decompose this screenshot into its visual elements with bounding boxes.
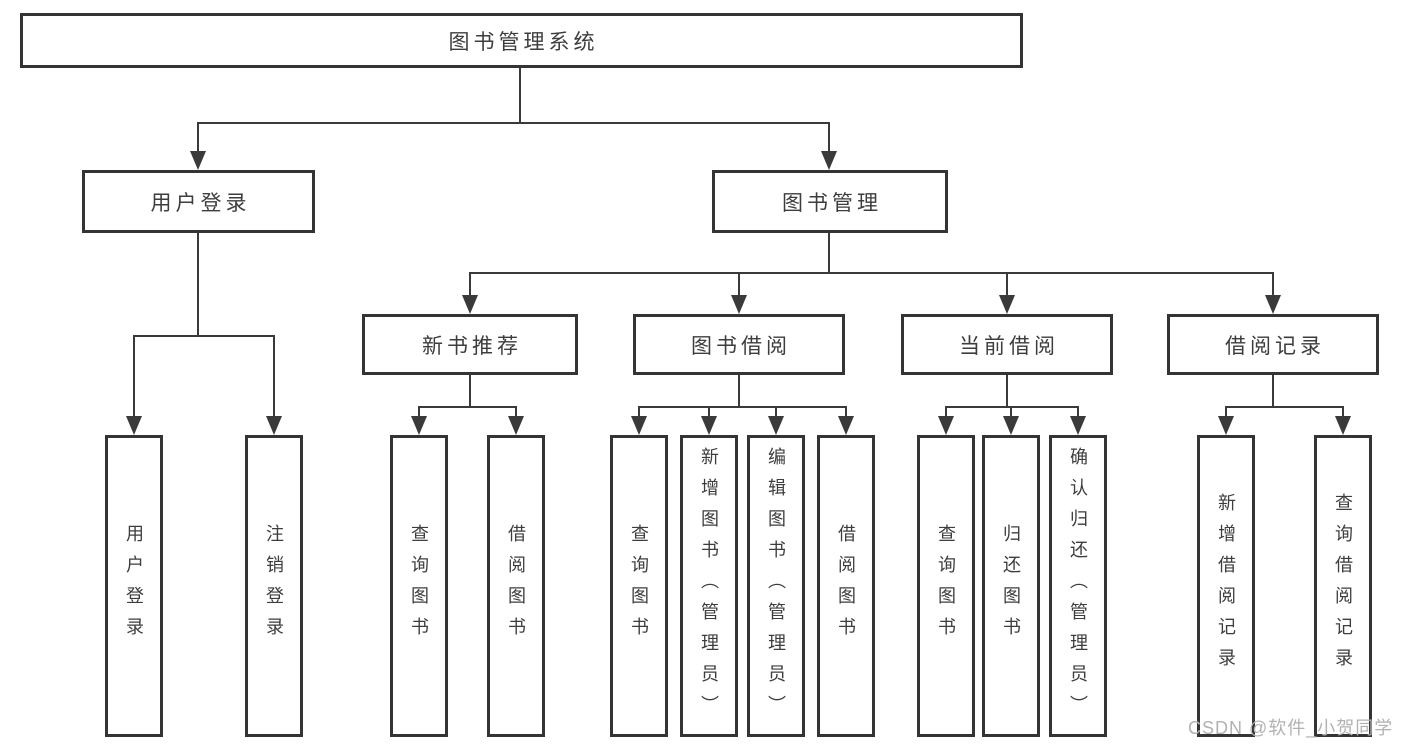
connector-line — [1006, 272, 1008, 296]
connector-line — [1077, 406, 1079, 417]
connector-line — [708, 406, 710, 417]
arrow-down-icon — [1003, 416, 1019, 435]
connector-line — [1010, 406, 1012, 417]
node-book-management: 图书管理 — [712, 170, 948, 233]
arrow-down-icon — [731, 295, 747, 314]
connector-line — [738, 375, 740, 406]
arrow-down-icon — [1218, 416, 1234, 435]
arrow-down-icon — [462, 295, 478, 314]
connector-line — [418, 406, 420, 417]
leaf-query-books-recommend: 查询图书 — [390, 435, 448, 737]
leaf-add-borrow-record: 新增借阅记录 — [1197, 435, 1255, 737]
arrow-down-icon — [266, 416, 282, 435]
leaf-return-books: 归还图书 — [982, 435, 1040, 737]
leaf-borrow-books-borrowing: 借阅图书 — [817, 435, 875, 737]
arrow-down-icon — [999, 295, 1015, 314]
arrow-down-icon — [190, 151, 206, 170]
connector-line — [1006, 375, 1008, 406]
arrow-down-icon — [838, 416, 854, 435]
connector-line — [1342, 406, 1344, 417]
connector-line — [845, 406, 847, 417]
leaf-user-login: 用户登录 — [105, 435, 163, 737]
leaf-add-books-admin: 新增图书（管理员） — [680, 435, 738, 737]
connector-line — [519, 68, 521, 122]
arrow-down-icon — [938, 416, 954, 435]
leaf-borrow-books-recommend: 借阅图书 — [487, 435, 545, 737]
arrow-down-icon — [768, 416, 784, 435]
arrow-down-icon — [508, 416, 524, 435]
connector-line — [1225, 406, 1344, 408]
node-book-borrowing: 图书借阅 — [633, 314, 845, 375]
leaf-confirm-return-admin: 确认归还（管理员） — [1049, 435, 1107, 737]
connector-line — [418, 406, 517, 408]
connector-line — [945, 406, 1079, 408]
node-new-book-recommendation: 新书推荐 — [362, 314, 578, 375]
connector-line — [469, 272, 1274, 274]
arrow-down-icon — [1335, 416, 1351, 435]
node-borrowing-records: 借阅记录 — [1167, 314, 1379, 375]
connector-line — [738, 272, 740, 296]
leaf-edit-books-admin: 编辑图书（管理员） — [747, 435, 805, 737]
connector-line — [133, 335, 135, 417]
arrow-down-icon — [126, 416, 142, 435]
connector-line — [197, 122, 830, 124]
connector-line — [828, 122, 830, 152]
connector-line — [828, 233, 830, 272]
connector-line — [1272, 375, 1274, 406]
connector-line — [1225, 406, 1227, 417]
connector-line — [638, 406, 640, 417]
connector-line — [469, 375, 471, 406]
arrow-down-icon — [411, 416, 427, 435]
leaf-query-books-current: 查询图书 — [917, 435, 975, 737]
arrow-down-icon — [1070, 416, 1086, 435]
connector-line — [775, 406, 777, 417]
node-library-management-system: 图书管理系统 — [20, 13, 1023, 68]
connector-line — [1272, 272, 1274, 296]
leaf-query-books-borrowing: 查询图书 — [610, 435, 668, 737]
arrow-down-icon — [1265, 295, 1281, 314]
connector-line — [133, 335, 275, 337]
arrow-down-icon — [821, 151, 837, 170]
node-user-login: 用户登录 — [82, 170, 315, 233]
arrow-down-icon — [701, 416, 717, 435]
connector-line — [638, 406, 847, 408]
arrow-down-icon — [631, 416, 647, 435]
connector-line — [945, 406, 947, 417]
node-current-borrowing: 当前借阅 — [901, 314, 1113, 375]
connector-line — [197, 233, 199, 335]
leaf-logout: 注销登录 — [245, 435, 303, 737]
connector-line — [515, 406, 517, 417]
leaf-query-borrow-record: 查询借阅记录 — [1314, 435, 1372, 737]
connector-line — [197, 122, 199, 152]
connector-line — [273, 335, 275, 417]
connector-line — [469, 272, 471, 296]
watermark: CSDN @软件_小贺同学 — [1188, 718, 1394, 738]
